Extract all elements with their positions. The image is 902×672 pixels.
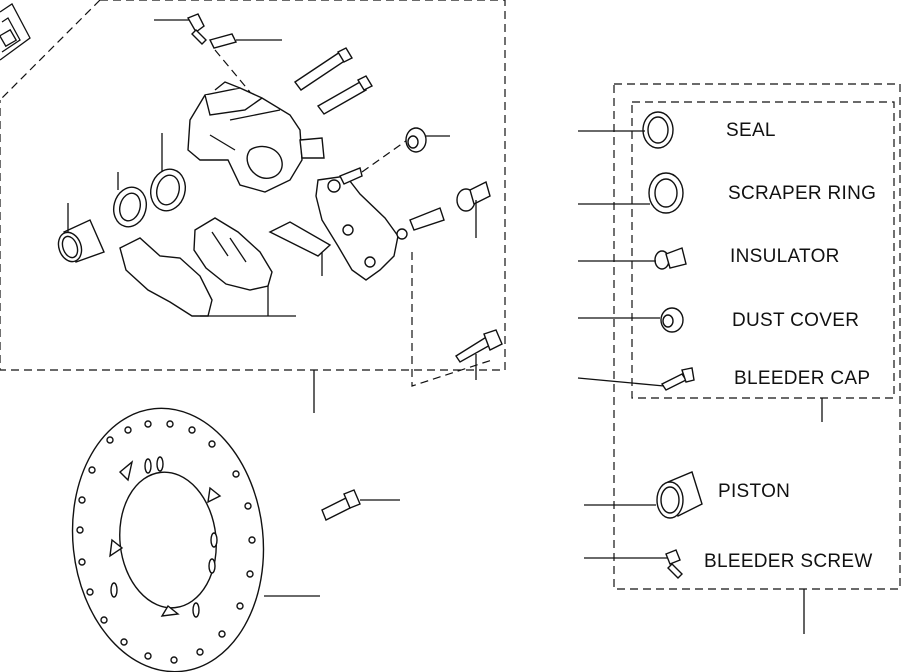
scraper-ring-part: SCRAPER RING: [578, 172, 876, 214]
brake-disc: [71, 407, 320, 672]
caliper-assembly-box: [0, 0, 506, 371]
box-insulator: [396, 180, 491, 240]
bleeder-screw-label: BLEEDER SCREW: [704, 551, 873, 572]
left-seal: [150, 133, 186, 212]
box-dust-cover: [405, 127, 450, 153]
dust-cover-part: DUST COVER: [578, 307, 859, 333]
disc-bolt: [321, 489, 400, 521]
top-bleeder-cap: [208, 33, 282, 93]
dust-cover-label: DUST COVER: [732, 310, 859, 331]
seal-part: SEAL: [578, 111, 776, 149]
caliper-bracket: [315, 137, 411, 281]
bleeder-cap-part: BLEEDER CAP: [577, 367, 870, 391]
piston-label: PISTON: [718, 481, 790, 502]
kit-inner-box: [631, 101, 895, 399]
left-scraper-ring: [113, 172, 147, 228]
insulator-label: INSULATOR: [730, 246, 840, 267]
bleeder-screw-part: BLEEDER SCREW: [584, 549, 873, 579]
bracket-bolt: [411, 252, 503, 387]
caliper-body: [187, 81, 325, 193]
corner-logo: [0, 3, 31, 61]
brake-pads: [119, 217, 296, 317]
guide-pins: [293, 47, 373, 115]
piston-part: PISTON: [584, 471, 790, 519]
insulator-part: INSULATOR: [578, 246, 840, 270]
kit-outer-box: [613, 83, 901, 590]
left-piston: [57, 203, 105, 263]
disc-holes: [76, 420, 256, 664]
top-bleeder-screw: [154, 13, 207, 45]
seal-label: SEAL: [726, 120, 776, 141]
bleeder-cap-label: BLEEDER CAP: [734, 368, 870, 389]
pad-spring: [268, 221, 332, 276]
scraper-ring-label: SCRAPER RING: [728, 183, 876, 204]
